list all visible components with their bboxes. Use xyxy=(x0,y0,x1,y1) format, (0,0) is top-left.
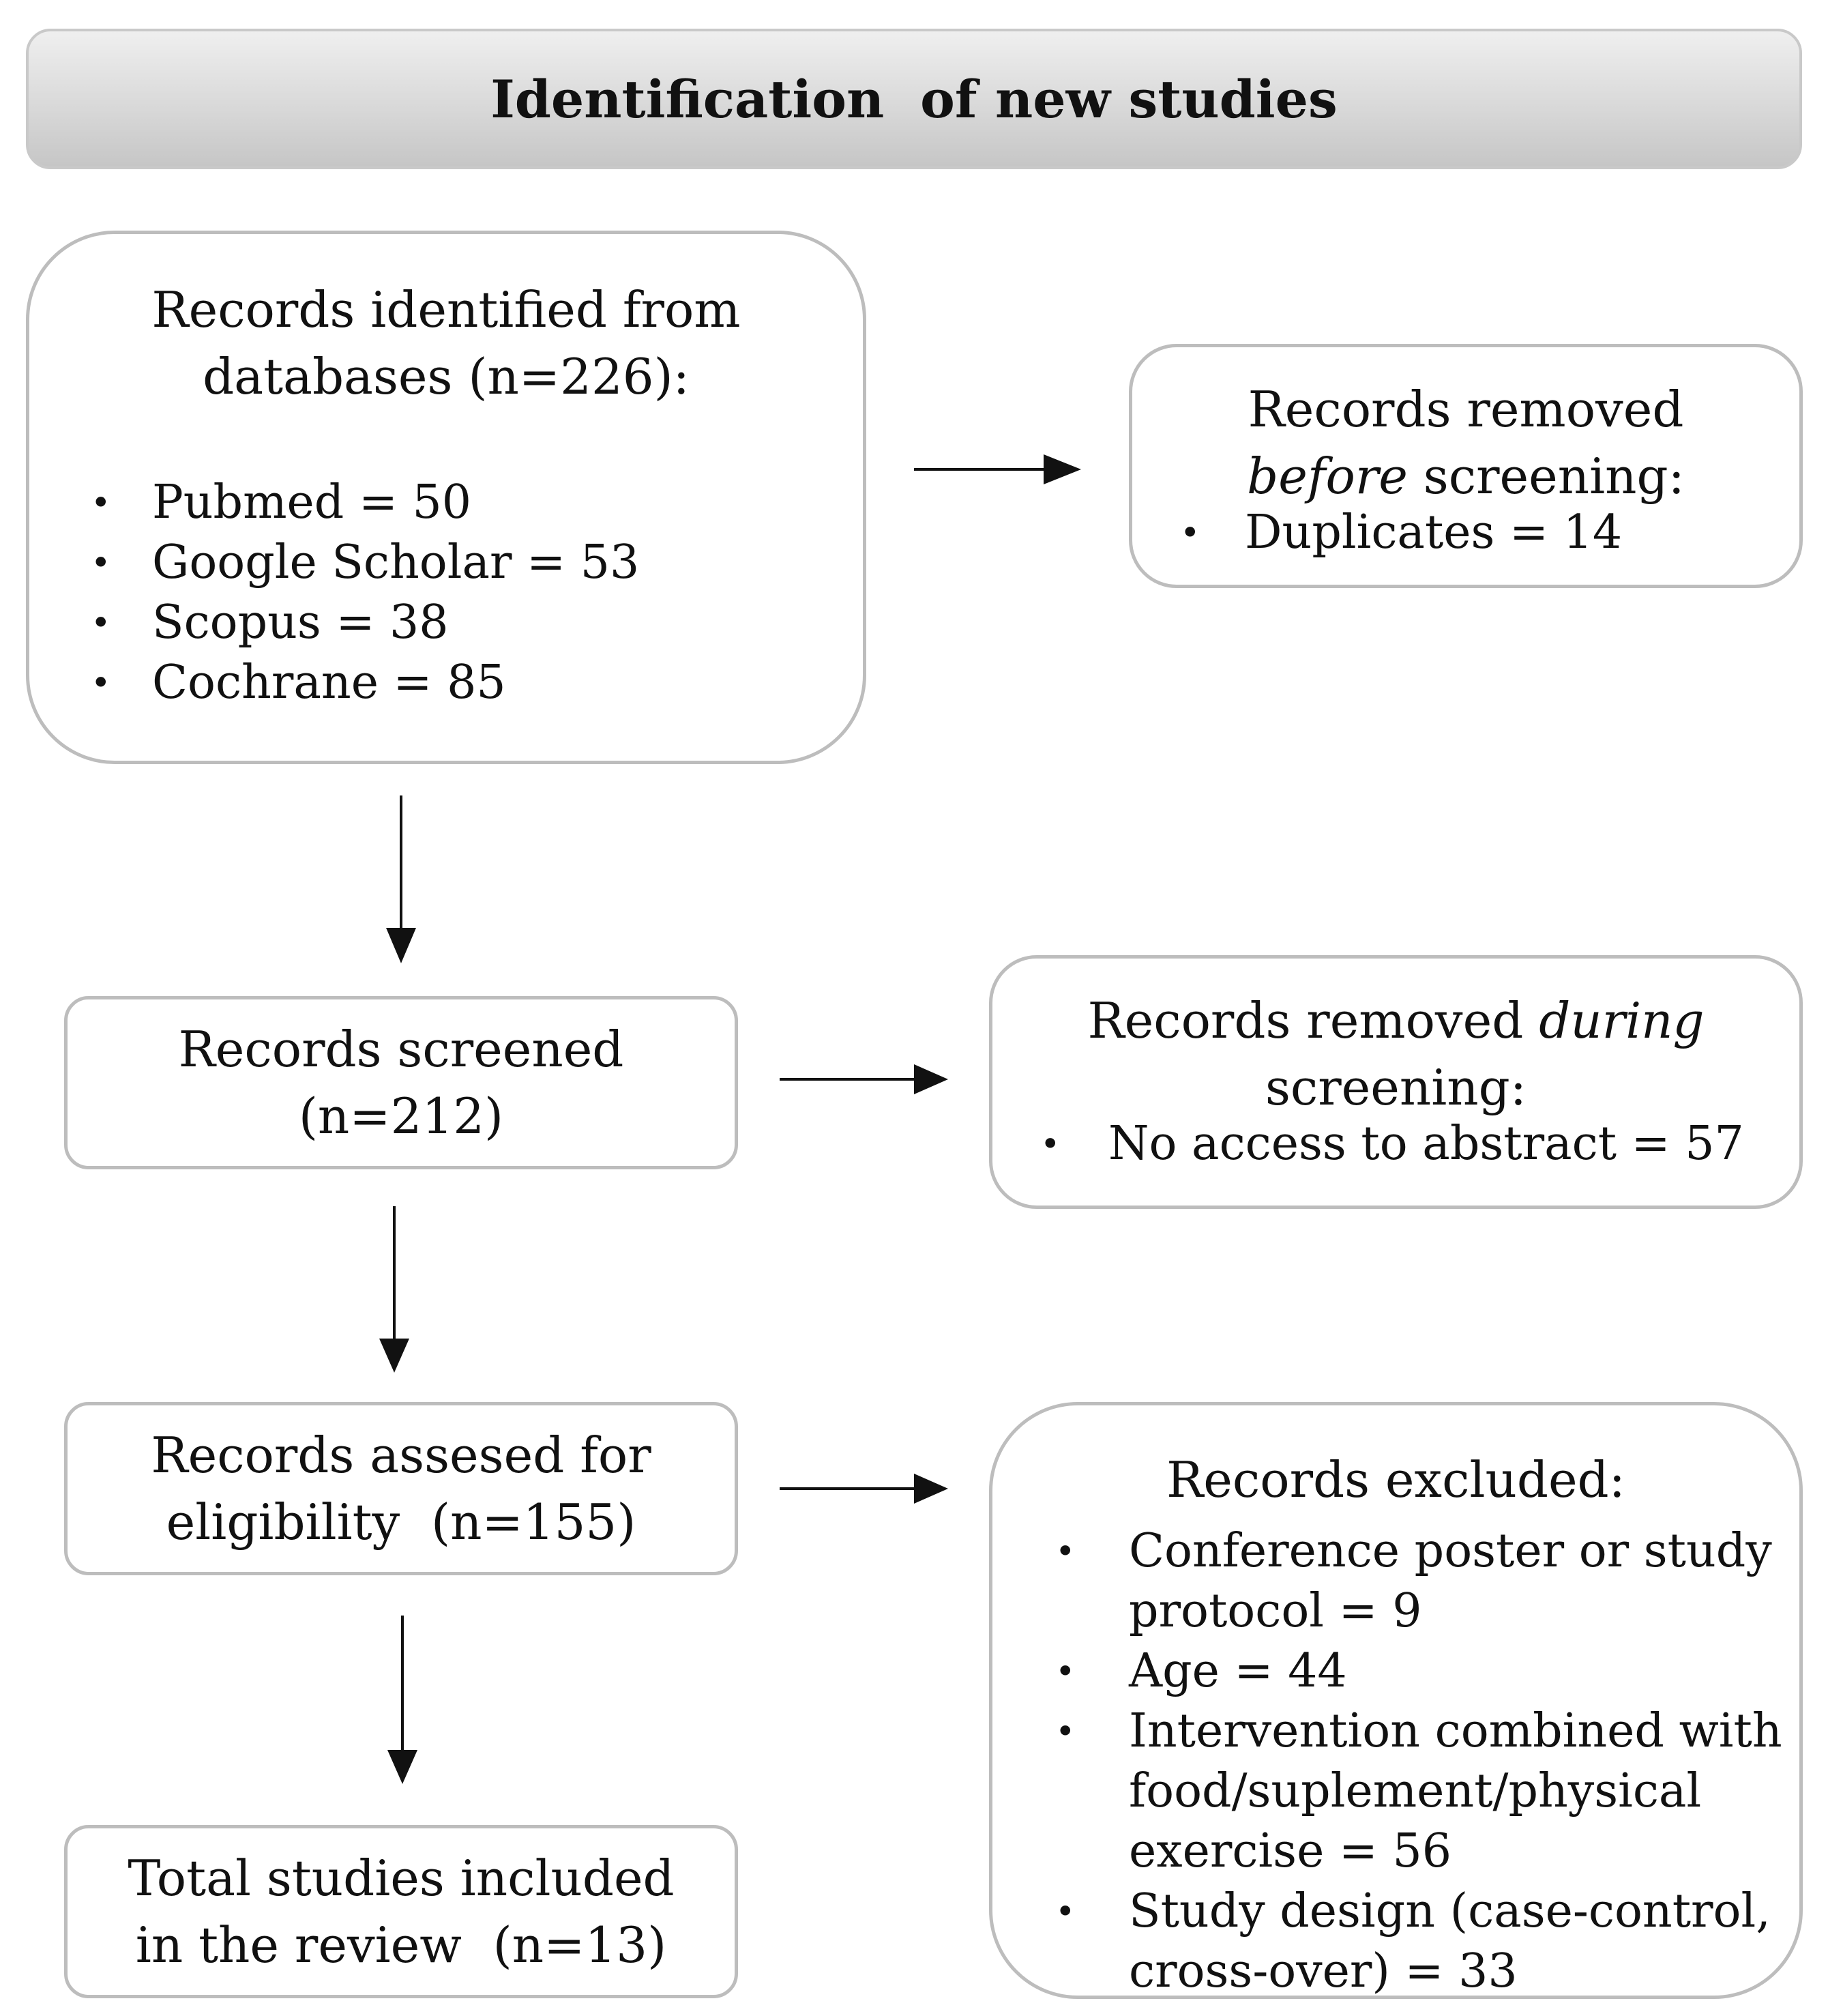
arrow-down-icon xyxy=(386,795,416,963)
records-identified-title-line2: databases (n=226): xyxy=(203,348,690,405)
arrow-down-icon xyxy=(387,1616,417,1784)
database-item-pubmed: • Pubmed = 50 xyxy=(29,473,863,533)
bullet-icon: • xyxy=(1055,1532,1076,1571)
removed-during-item: No access to abstract = 57 xyxy=(1108,1117,1744,1171)
screened-line1: Records screened xyxy=(178,1021,624,1078)
bullet-icon: • xyxy=(91,663,111,703)
records-removed-during-box: Records removed during screening: • No a… xyxy=(989,955,1803,1209)
removed-before-list: • Duplicates = 14 xyxy=(1132,503,1799,563)
list-item: • Duplicates = 14 xyxy=(1132,503,1799,563)
excluded-item-line: Intervention combined with xyxy=(1129,1704,1782,1758)
removed-during-emphasis: during xyxy=(1539,992,1705,1049)
arrow-right-icon xyxy=(780,1064,948,1094)
section-header: Identification of new studies xyxy=(26,29,1802,169)
database-item-scopus: • Scopus = 38 xyxy=(29,593,863,653)
removed-before-item: Duplicates = 14 xyxy=(1245,506,1623,559)
arrow-right-icon xyxy=(780,1474,948,1504)
excluded-item-line: cross-over) = 33 xyxy=(1129,1944,1518,1998)
assessed-line2: eligibility (n=155) xyxy=(166,1493,636,1551)
bullet-icon: • xyxy=(1055,1892,1076,1931)
excluded-item-line: protocol = 9 xyxy=(1129,1584,1422,1638)
records-identified-title-line1: Records identified from xyxy=(151,281,741,338)
excluded-item-line: Age = 44 xyxy=(1129,1644,1347,1698)
bullet-icon: • xyxy=(1040,1124,1061,1164)
database-item-label: Google Scholar = 53 xyxy=(152,536,640,589)
excluded-item-study-design: • Study design (case-control, cross-over… xyxy=(992,1882,1799,2002)
section-header-title: Identification of new studies xyxy=(490,68,1338,130)
screened-line2: (n=212) xyxy=(298,1087,504,1145)
bullet-icon: • xyxy=(1180,513,1200,553)
records-identified-box: Records identified from databases (n=226… xyxy=(26,231,866,764)
excluded-item-age: • Age = 44 xyxy=(992,1641,1799,1701)
database-item-google-scholar: • Google Scholar = 53 xyxy=(29,533,863,593)
removed-before-line1: Records removed xyxy=(1248,381,1684,438)
bullet-icon: • xyxy=(91,543,111,583)
database-item-label: Cochrane = 85 xyxy=(152,656,506,710)
excluded-item-line: Study design (case-control, xyxy=(1129,1884,1771,1938)
database-item-cochrane: • Cochrane = 85 xyxy=(29,653,863,713)
arrow-down-icon xyxy=(379,1206,409,1373)
bullet-icon: • xyxy=(1055,1652,1076,1691)
excluded-item-conference: • Conference poster or study protocol = … xyxy=(992,1521,1799,1641)
database-item-label: Pubmed = 50 xyxy=(152,476,472,529)
included-line2: in the review (n=13) xyxy=(135,1916,667,1974)
removed-before-line2: before screening: xyxy=(1132,443,1799,510)
removed-during-line1-pre: Records removed xyxy=(1087,992,1539,1049)
removed-before-emphasis: before xyxy=(1247,448,1408,505)
records-excluded-box: Records excluded: • Conference poster or… xyxy=(989,1402,1803,1999)
list-item: • No access to abstract = 57 xyxy=(992,1114,1799,1174)
removed-during-line1: Records removed during xyxy=(992,987,1799,1054)
bullet-icon: • xyxy=(1055,1712,1076,1751)
excluded-title: Records excluded: xyxy=(1166,1451,1625,1508)
included-line1: Total studies included xyxy=(128,1850,675,1907)
excluded-item-intervention: • Intervention combined with food/suplem… xyxy=(992,1701,1799,1882)
records-assessed-box: Records assesed for eligibility (n=155) xyxy=(64,1402,738,1575)
total-included-box: Total studies included in the review (n=… xyxy=(64,1825,738,1998)
excluded-item-line: Conference poster or study xyxy=(1129,1524,1772,1578)
arrow-right-icon xyxy=(914,454,1081,484)
removed-before-line2-rest: screening: xyxy=(1407,448,1685,505)
removed-during-list: • No access to abstract = 57 xyxy=(992,1114,1799,1174)
database-list: • Pubmed = 50 • Google Scholar = 53 • Sc… xyxy=(29,473,863,713)
excluded-item-line: exercise = 56 xyxy=(1129,1824,1452,1878)
removed-during-line2: screening: xyxy=(1265,1059,1527,1116)
records-screened-box: Records screened (n=212) xyxy=(64,996,738,1169)
database-item-label: Scopus = 38 xyxy=(152,596,449,649)
assessed-line1: Records assesed for xyxy=(151,1427,651,1484)
records-removed-before-box: Records removed before screening: • Dupl… xyxy=(1129,344,1803,588)
bullet-icon: • xyxy=(91,483,111,523)
excluded-list: • Conference poster or study protocol = … xyxy=(992,1521,1799,2002)
excluded-item-line: food/suplement/physical xyxy=(1129,1764,1702,1818)
bullet-icon: • xyxy=(91,603,111,643)
